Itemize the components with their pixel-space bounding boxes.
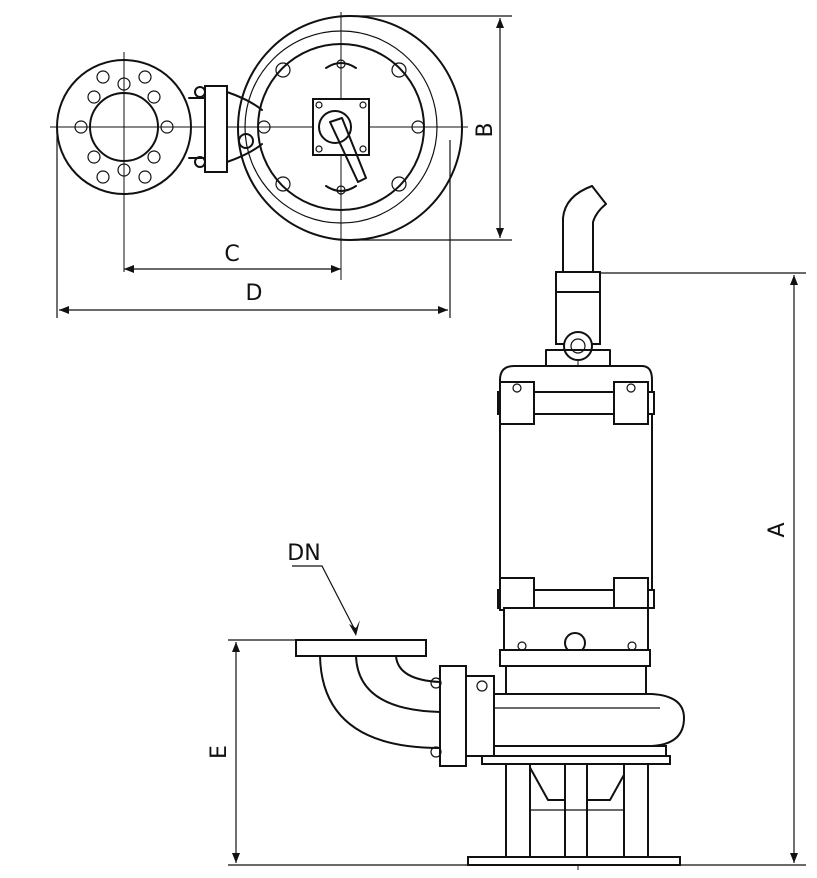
lower-left-clamp xyxy=(499,577,535,611)
elbow-pump-connector xyxy=(465,675,495,757)
cable-gland-cap xyxy=(555,271,601,293)
leg-left xyxy=(505,763,531,859)
dim-e-label: E xyxy=(207,745,232,759)
discharge-flange-bore xyxy=(89,92,159,162)
motor-flange-circle xyxy=(244,30,438,224)
neck-boss xyxy=(238,133,254,149)
lifting-eye xyxy=(563,331,593,361)
side-view: DN A E xyxy=(207,185,806,870)
neck-bolt-bottom xyxy=(194,156,206,168)
base-plate-top xyxy=(485,745,667,757)
lug-bottom xyxy=(336,185,346,195)
leg-right xyxy=(623,763,649,859)
dn-leader xyxy=(292,565,357,633)
elbow-inner-2 xyxy=(395,655,441,683)
top-view: B C D xyxy=(50,12,512,318)
discharge-flange-outer xyxy=(56,59,192,195)
elbow-inner xyxy=(355,655,441,713)
power-cable xyxy=(562,185,607,279)
dim-d-label: D xyxy=(246,281,263,306)
dim-c-label: C xyxy=(224,242,239,267)
dim-b-label: B xyxy=(473,122,498,137)
top-cover-lip xyxy=(545,349,611,369)
neck-to-body xyxy=(226,91,263,163)
dn-leader-arrow xyxy=(349,620,360,636)
volute-upper-body xyxy=(505,665,647,697)
dn-label: DN xyxy=(287,541,320,566)
neck-flange xyxy=(204,85,228,173)
volute-casing xyxy=(469,693,686,747)
elbow-outer xyxy=(319,655,441,749)
discharge-flange xyxy=(295,639,427,657)
lower-right-clamp xyxy=(613,577,649,611)
cable-end xyxy=(591,185,607,205)
upper-left-clamp xyxy=(499,381,535,425)
motor-bolts xyxy=(257,62,425,192)
neck-bolt-top xyxy=(194,86,206,98)
elbow-pump-flange xyxy=(439,665,467,767)
leg-center xyxy=(564,763,588,859)
base-ring xyxy=(481,755,671,765)
lug-top xyxy=(336,59,346,69)
flange-bolt-holes xyxy=(74,70,174,184)
volute-upper-flange xyxy=(499,649,651,667)
cable-gland xyxy=(318,110,352,144)
lifting-lugs xyxy=(325,62,357,192)
dim-a-label: A xyxy=(765,522,790,537)
foot-plate xyxy=(467,856,681,866)
upper-right-clamp xyxy=(613,381,649,425)
cable xyxy=(329,117,367,183)
